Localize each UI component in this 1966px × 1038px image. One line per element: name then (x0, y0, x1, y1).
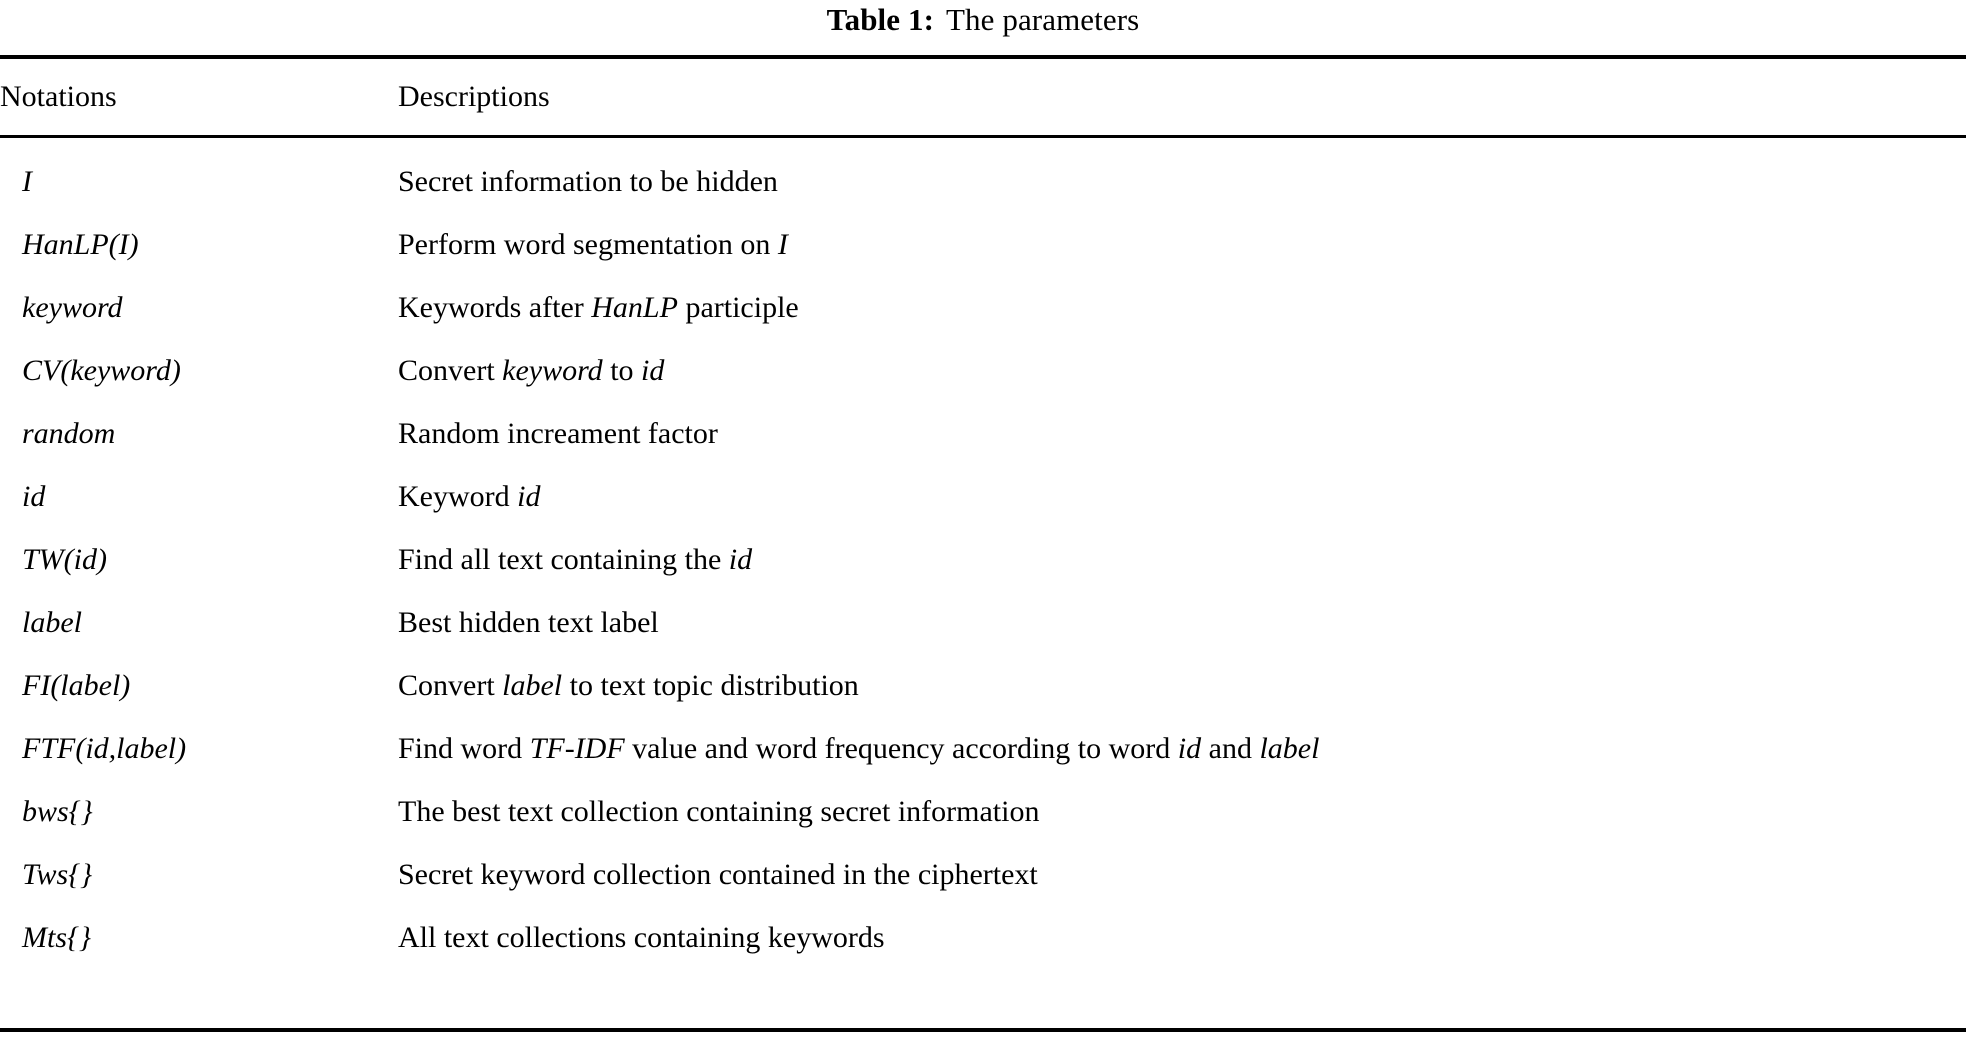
description-text: Keywords after (398, 291, 592, 324)
description-term: TF-IDF (529, 732, 625, 765)
table-header-row: Notations Descriptions (0, 59, 1966, 135)
description-text: value and word frequency according to wo… (624, 732, 1178, 765)
description-text: Best hidden text label (398, 606, 659, 639)
description-term: keyword (502, 354, 603, 387)
description-text: to (602, 354, 642, 387)
table-row: Mts{} All text collections containing key… (0, 906, 1966, 975)
description-text: All text collections containing keywords (398, 921, 885, 954)
table-row: TW(id) Find all text containing the id (0, 528, 1966, 591)
cell-notation: id (22, 480, 46, 513)
table-row: keyword Keywords after HanLP participle (0, 276, 1966, 339)
cell-description: Perform word segmentation on I (390, 213, 1966, 276)
table-caption: Table 1: The parameters (0, 0, 1966, 35)
description-term: id (1177, 732, 1202, 765)
description-text: Random increament factor (398, 417, 718, 450)
description-text: to text topic distribution (562, 669, 859, 702)
cell-description: Secret keyword collection contained in t… (390, 843, 1966, 906)
cell-description: The best text collection containing secr… (390, 780, 1966, 843)
cell-notation: CV(keyword) (22, 354, 181, 387)
description-term: id (641, 354, 665, 387)
table-row: HanLP(I) Perform word segmentation on I (0, 213, 1966, 276)
cell-notation: random (22, 417, 116, 450)
cell-notation: keyword (22, 291, 123, 324)
description-text: Secret information to be hidden (398, 165, 778, 198)
table-row: random Random increament factor (0, 402, 1966, 465)
table-bottom-rule (0, 1028, 1966, 1032)
description-text: Perform word segmentation on (398, 228, 778, 261)
parameters-table: Notations Descriptions (0, 59, 1966, 135)
description-term: id (728, 543, 753, 576)
cell-notation: label (22, 606, 82, 639)
table-caption-label: Table 1: (826, 2, 934, 37)
description-text: Convert (398, 669, 503, 702)
cell-notation: TW(id) (22, 543, 107, 576)
table-row: CV(keyword) Convert keyword to id (0, 339, 1966, 402)
description-text: Secret keyword collection contained in t… (398, 858, 1038, 891)
description-term: HanLP (591, 291, 678, 324)
table-row: I Secret information to be hidden (0, 138, 1966, 213)
cell-notation: FI(label) (22, 669, 131, 702)
cell-notation: Mts{} (22, 921, 91, 954)
cell-description: Find word TF-IDF value and word frequenc… (390, 717, 1966, 780)
table-caption-text: The parameters (946, 2, 1140, 37)
table-row: Tws{} Secret keyword collection contained… (0, 843, 1966, 906)
table-row: label Best hidden text label (0, 591, 1966, 654)
description-term: label (1259, 732, 1320, 765)
cell-notation: FTF(id,label) (22, 732, 187, 765)
cell-description: Convert keyword to id (390, 339, 1966, 402)
cell-notation: HanLP(I) (22, 228, 139, 261)
description-text: Find all text containing the (398, 543, 729, 576)
table-row: FTF(id,label) Find word TF-IDF value and … (0, 717, 1966, 780)
cell-description: Best hidden text label (390, 591, 1966, 654)
description-term: id (517, 480, 541, 513)
table-row: FI(label) Convert label to text topic dis… (0, 654, 1966, 717)
table-top-rule (0, 55, 1966, 59)
cell-notation: I (22, 165, 32, 198)
cell-description: Secret information to be hidden (390, 138, 1966, 213)
description-text: Convert (398, 354, 503, 387)
cell-notation: bws{} (22, 795, 93, 828)
table-header-rule (0, 135, 1966, 138)
cell-description: Keywords after HanLP participle (390, 276, 1966, 339)
description-term: label (502, 669, 563, 702)
description-text: Keyword (398, 480, 518, 513)
description-term: I (777, 228, 788, 261)
cell-description: Find all text containing the id (390, 528, 1966, 591)
column-header-notations: Notations (0, 80, 117, 113)
description-text: Find word (398, 732, 530, 765)
cell-description: Random increament factor (390, 402, 1966, 465)
cell-description: Keyword id (390, 465, 1966, 528)
cell-description: All text collections containing keywords (390, 906, 1966, 975)
cell-notation: Tws{} (22, 858, 93, 891)
table-row: bws{} The best text collection containing… (0, 780, 1966, 843)
description-text: participle (677, 291, 799, 324)
description-text: The best text collection containing secr… (398, 795, 1040, 828)
cell-description: Convert label to text topic distribution (390, 654, 1966, 717)
column-header-descriptions: Descriptions (398, 80, 550, 113)
description-text: and (1201, 732, 1260, 765)
